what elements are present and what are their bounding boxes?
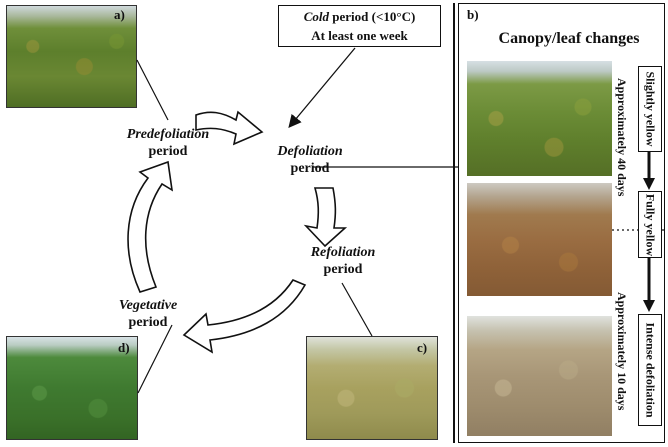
stage-predefoliation-period: period [148,144,188,159]
arrow-vegetative-to-predefoliation [127,160,174,293]
panel-label-b: b) [467,7,479,22]
step-intense-defoliation: Intense defoliation [638,314,662,426]
stage-defoliation: Defoliation period [255,143,365,177]
stage-vegetative-period: period [128,315,168,330]
connector-c-to-refoliation [341,282,373,337]
duration-10-days: Approximately 10 days [615,292,629,411]
cold-period-box: Cold period (<10°C) At least one week [278,5,441,47]
photo-c-refoliation-canopy [306,336,438,440]
stage-defoliation-name: Defoliation [277,144,343,159]
step-slightly-yellow-label: Slightly yellow [643,71,658,147]
photo-b3-intense-defoliation [467,316,612,436]
step-fully-yellow: Fully yellow [638,191,662,258]
arrow-refoliation-to-vegetative [182,279,307,354]
panel-b-title: Canopy/leaf changes [498,30,640,47]
stage-refoliation-name: Refoliation [310,245,376,260]
cold-duration: At least one week [311,28,408,43]
vertical-divider [453,3,455,443]
stage-defoliation-period: period [290,161,330,176]
arrow-defoliation-to-refoliation [303,187,348,248]
stage-refoliation-period: period [323,262,363,277]
step-slightly-yellow: Slightly yellow [638,66,662,152]
progress-arrowhead-1 [643,178,655,190]
step-fully-yellow-label: Fully yellow [643,193,658,256]
cold-arrow [288,47,356,128]
stage-vegetative-name: Vegetative [118,298,178,313]
progress-arrowhead-2 [643,300,655,312]
cold-period-threshold: period (<10°C) [329,9,416,24]
connector-d-to-vegetative [137,324,173,394]
photo-b1-slightly-yellow [467,61,612,176]
connector-a-to-predefoliation [136,59,169,121]
arrow-predefoliation-to-defoliation [195,110,264,146]
panel-label-a: a) [114,7,125,22]
stage-refoliation: Refoliation period [288,244,398,278]
stage-predefoliation-name: Predefoliation [126,127,210,142]
panel-label-d: d) [118,340,130,355]
photo-d-vegetative-canopy [6,336,138,440]
panel-b [458,3,665,443]
photo-b2-fully-yellow [467,183,612,296]
stage-vegetative: Vegetative period [93,297,203,331]
stage-predefoliation: Predefoliation period [108,126,228,160]
cold-label: Cold [303,9,330,24]
step-intense-defoliation-label: Intense defoliation [643,322,658,418]
duration-40-days: Approximately 40 days [615,78,629,197]
panel-label-c: c) [417,340,428,355]
photo-a-predefoliation-canopy [6,5,137,108]
